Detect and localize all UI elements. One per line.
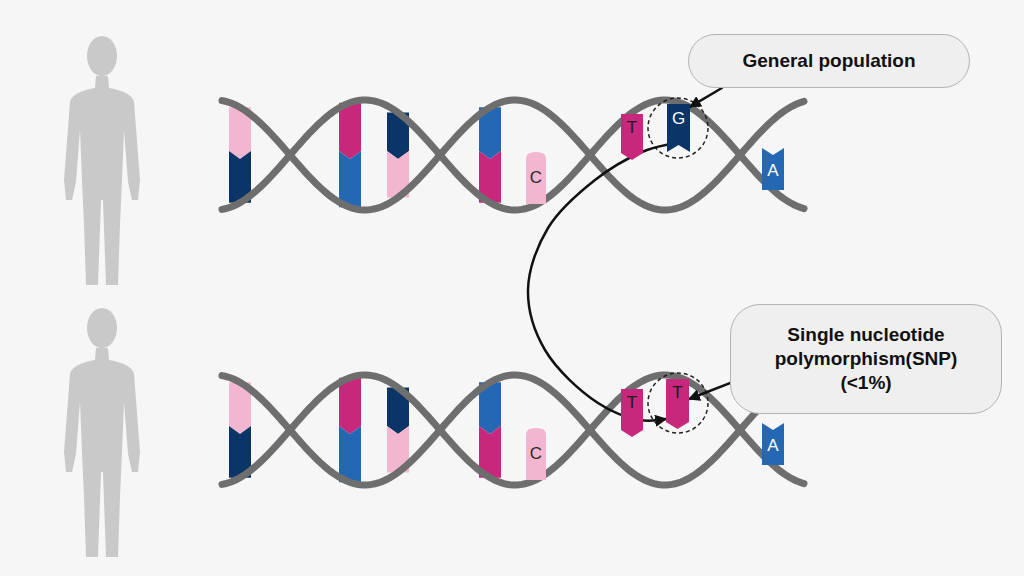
dna-strand [222,100,804,210]
base-letter: C [530,169,542,186]
base-fill [667,104,690,152]
base-letter: T [627,394,637,411]
dna-strand [222,375,804,485]
highlight-circle [648,98,708,158]
nucleotide-base: T [621,114,643,160]
base-fill [666,379,689,429]
dna-helices [222,100,804,485]
nucleotide-base: A [762,148,784,190]
base-piece [339,103,361,159]
nucleotide-base: T [666,379,689,429]
nucleotide-base: A [762,423,784,465]
base-letter: A [767,162,778,179]
callout-text: General population [742,49,915,73]
callout-text: Single nucleotide polymorphism(SNP) (<1%… [754,323,979,394]
dna-strand [222,375,804,485]
base-letter: T [627,119,637,136]
person-top [64,36,140,285]
base-fill [621,389,643,437]
person-bottom [64,308,140,557]
base-letter: G [672,110,685,127]
base-letter: C [530,445,542,462]
base-piece [339,151,361,207]
base-piece [339,426,361,482]
base-fill [621,114,643,160]
base-fill [526,428,546,480]
base-letter: A [767,437,778,454]
nucleotide-base: C [526,428,546,480]
nucleotide-base: G [667,104,690,152]
curved-arrow [528,145,667,421]
nucleotide-base: T [621,389,643,437]
leader-arrow [690,88,722,107]
nucleotide-base: C [526,152,546,204]
base-letter: T [672,384,682,401]
person-body [64,348,140,557]
base-fill [526,152,546,204]
callout-box: Single nucleotide polymorphism(SNP) (<1%… [730,304,1002,414]
dna-helix [222,375,804,485]
base-piece [339,378,361,434]
base-fill [762,148,784,190]
callout-box: General population [688,34,970,88]
dna-helix [222,100,804,210]
person-body [64,76,140,285]
highlight-circle [648,373,708,433]
dna-strand [222,100,804,210]
base-fill [762,423,784,465]
person-head [87,308,117,348]
person-head [87,36,117,76]
